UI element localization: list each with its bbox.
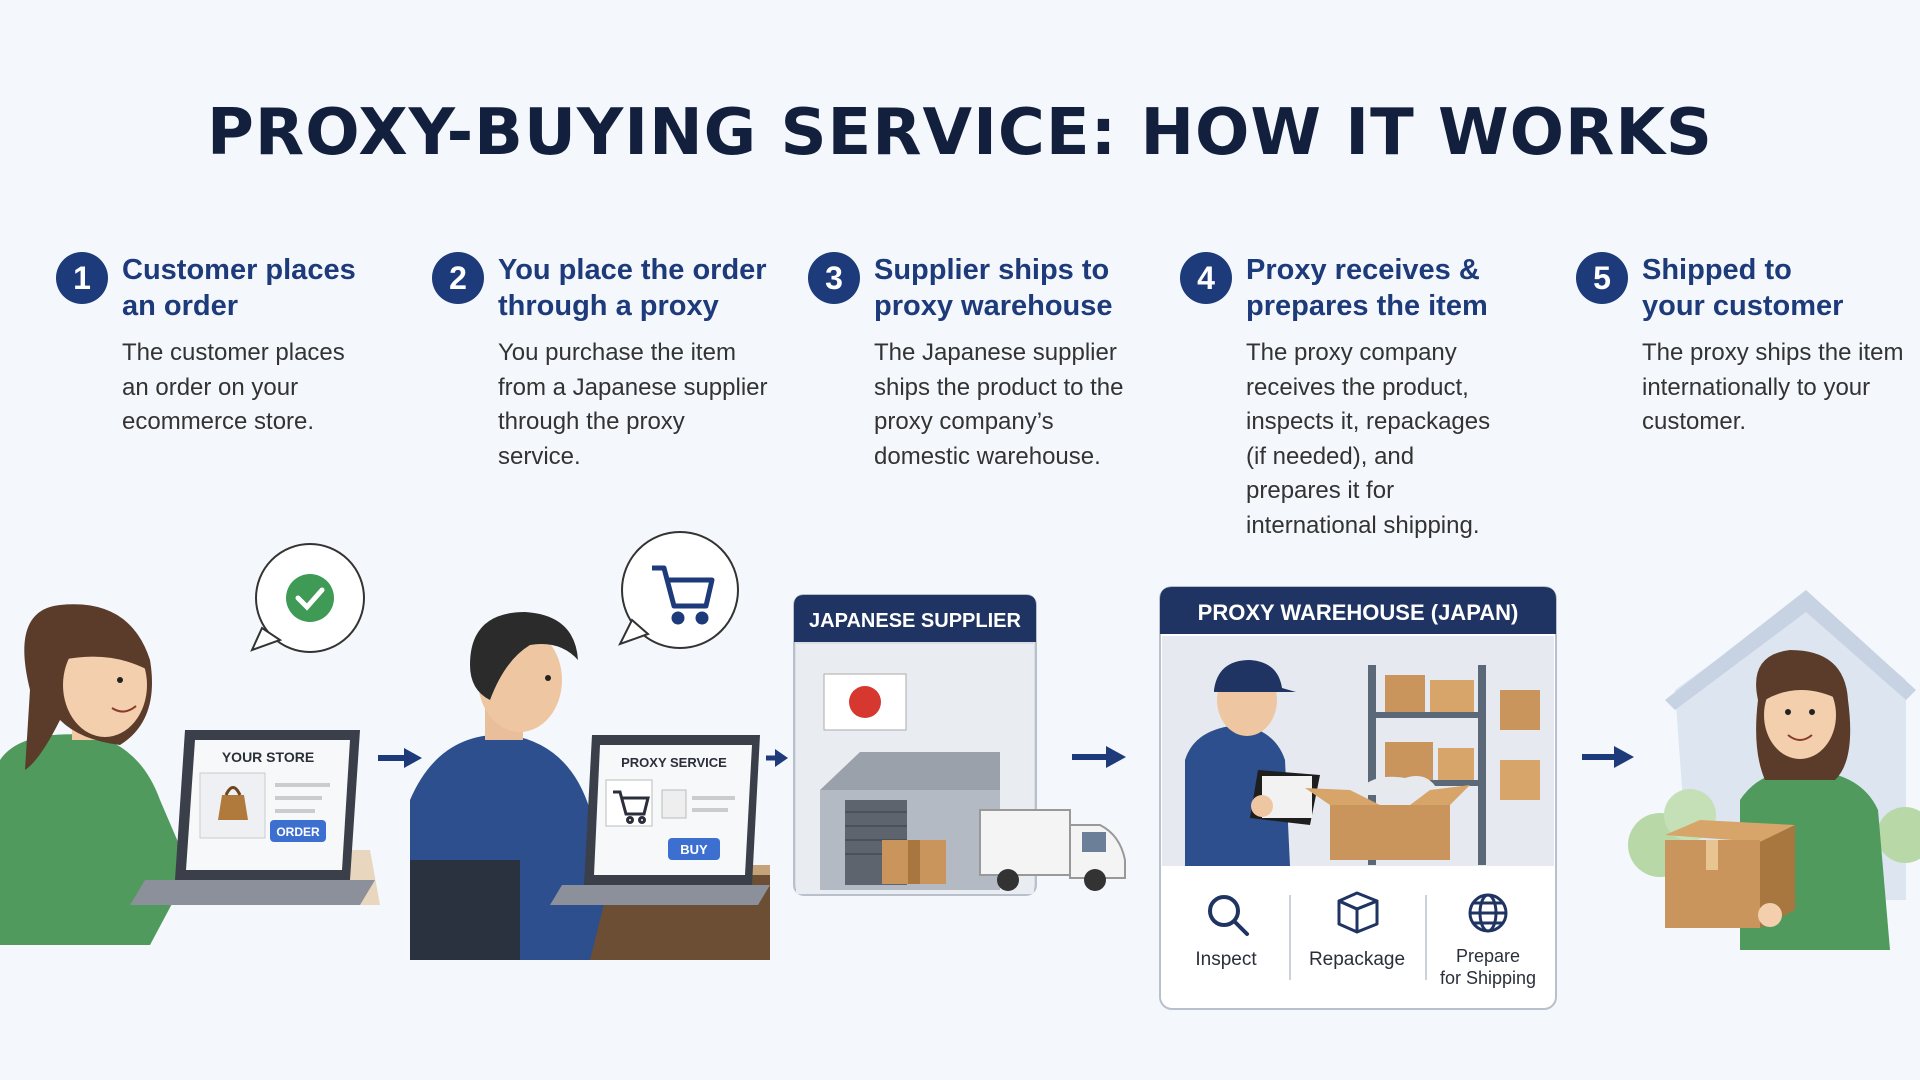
step-number-badge: 2 (432, 252, 484, 304)
shopping-cart-icon (652, 565, 715, 625)
warehouse-header: PROXY WAREHOUSE (JAPAN) (1198, 600, 1519, 625)
action-repackage-label: Repackage (1309, 949, 1405, 970)
handbag-icon (218, 795, 248, 820)
step-number-badge: 3 (808, 252, 860, 304)
step-number-badge: 5 (1576, 252, 1628, 304)
recipient-face (1764, 671, 1836, 759)
order-button-label: ORDER (276, 825, 320, 839)
speech-bubble (617, 531, 739, 649)
box-icon (1337, 891, 1379, 934)
action-prepare-label-2: for Shipping (1440, 968, 1536, 988)
scene-customer-order: YOUR STORE ORDER (0, 543, 380, 945)
buy-button-label: BUY (680, 842, 708, 857)
laptop-proxy-label: PROXY SERVICE (621, 755, 727, 770)
open-package (1305, 776, 1470, 860)
scene-proxy-order: PROXY SERVICE BUY (410, 531, 770, 960)
flow-arrow (1072, 746, 1126, 768)
page-title: PROXY-BUYING SERVICE: HOW IT WORKS (207, 96, 1713, 170)
magnifier-icon (1208, 895, 1249, 936)
delivered-package (1665, 820, 1795, 928)
order-button (270, 820, 326, 842)
flow-arrow (766, 749, 788, 767)
warehouse-worker (1185, 660, 1320, 866)
cart-icon (613, 790, 650, 824)
warehouse-panel: PROXY WAREHOUSE (JAPAN) (1159, 586, 1557, 1010)
flow-arrow (378, 748, 422, 768)
proxy-user-hair (470, 612, 578, 700)
step-title: Proxy receives &prepares the item (1246, 254, 1488, 322)
step-number-badge: 4 (1180, 252, 1232, 304)
laptop-proxy: PROXY SERVICE BUY (550, 735, 770, 905)
globe-icon (1468, 893, 1508, 933)
buy-button (668, 838, 720, 860)
speech-bubble (250, 543, 365, 653)
flow-arrow (1582, 746, 1634, 768)
scene-delivered (1628, 590, 1920, 950)
step-number-badge: 1 (56, 252, 108, 304)
supplier-panel: JAPANESE SUPPLIER (793, 594, 1126, 896)
laptop-store-label: YOUR STORE (222, 749, 314, 765)
laptop-store: YOUR STORE ORDER (130, 730, 375, 905)
action-prepare-label-1: Prepare (1456, 946, 1520, 966)
cap-icon (1214, 660, 1296, 692)
laptop-keyboard (130, 880, 375, 905)
supplier-header: JAPANESE SUPPLIER (809, 610, 1021, 632)
checkmark-icon (286, 574, 334, 622)
action-inspect-label: Inspect (1195, 949, 1257, 970)
delivery-truck (979, 809, 1126, 891)
